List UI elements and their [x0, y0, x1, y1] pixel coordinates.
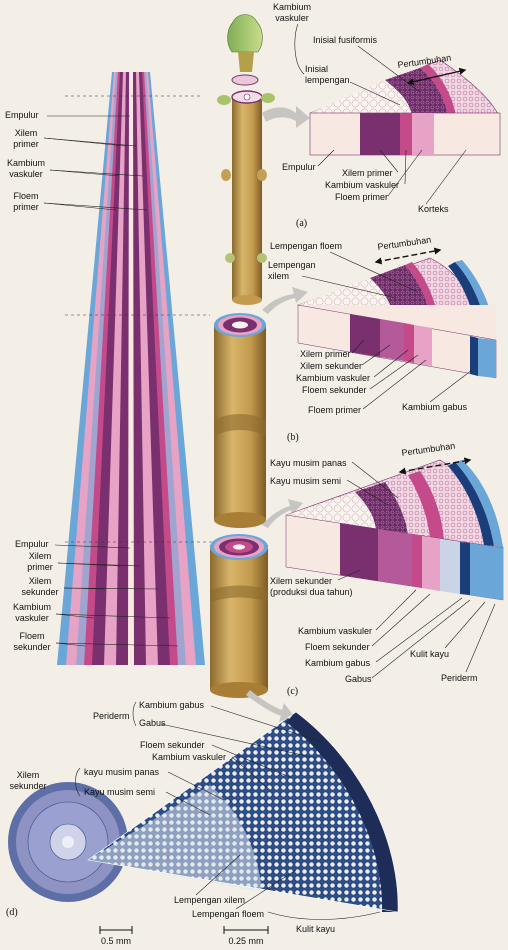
label-panel-b-pertumbuhan: Pertumbuhan — [377, 235, 432, 252]
label-panel-c-xilem-sekunder-1: Xilem sekunder — [270, 576, 332, 586]
label-panel-c-kulit-kayu: Kulit kayu — [410, 649, 449, 659]
label-panel-c-kayu-musim-semi: Kayu musim semi — [270, 476, 341, 486]
label-stem-labels-top-kambium-vaskuler-2: vaskuler — [9, 169, 43, 179]
label-stem-labels-top-xilem-primer-1: Xilem — [15, 128, 38, 138]
label-stem-labels-bottom-kambium-vaskuler-1: Kambium — [13, 602, 51, 612]
label-panel-d-kayu-musim-panas: kayu musim panas — [84, 767, 160, 777]
label-panel-a-xilem-primer: Xilem primer — [342, 168, 393, 178]
panel-b-wedge — [298, 258, 496, 378]
panel-c-letter: (c) — [287, 686, 298, 697]
label-panel-d-floem-sekunder: Floem sekunder — [140, 740, 205, 750]
label-panel-b-kambium-gabus: Kambium gabus — [402, 402, 468, 412]
label-stem-labels-top-kambium-vaskuler-1: Kambium — [7, 158, 45, 168]
panel-b-letter: (b) — [287, 432, 299, 443]
label-stem-labels-bottom-xilem-primer-1: Xilem — [29, 551, 52, 561]
label-stem-labels-bottom-empulur: Empulur — [15, 539, 49, 549]
label-panel-d-kulit-kayu: Kulit kayu — [296, 924, 335, 934]
label-panel-a-kambium-vaskuler: Kambium vaskuler — [325, 180, 399, 190]
panel-d-letter: (d) — [6, 907, 18, 918]
label-panel-a-korteks: Korteks — [418, 204, 449, 214]
twig-section-bottom — [210, 534, 268, 698]
stem-longitudinal-section — [57, 72, 215, 665]
label-panel-b-lempengan-floem: Lempengan floem — [270, 241, 342, 251]
label-panel-a-inisial-lempengan-2: lempengan — [305, 75, 350, 85]
label-panel-b-lempengan-xilem-2: xilem — [268, 271, 289, 281]
label-stem-labels-bottom-xilem-sekunder-2: sekunder — [21, 587, 58, 597]
label-panel-a-inisial-fusiformis: Inisial fusiformis — [313, 35, 378, 45]
scale-bar-right: 0.25 mm — [228, 936, 263, 946]
label-stem-labels-bottom-floem-sekunder-2: sekunder — [13, 642, 50, 652]
label-panel-b-kambium-vaskuler: Kambium vaskuler — [296, 373, 370, 383]
label-panel-a-kambium-vaskuler-2: vaskuler — [275, 13, 309, 23]
label-panel-d-kambium-vaskuler: Kambium vaskuler — [152, 752, 226, 762]
label-panel-b-xilem-primer: Xilem primer — [300, 349, 351, 359]
label-panel-c-gabus: Gabus — [345, 674, 372, 684]
label-stem-labels-bottom-kambium-vaskuler-2: vaskuler — [15, 613, 49, 623]
label-stem-labels-bottom-floem-sekunder-1: Floem — [19, 631, 44, 641]
label-panel-d-lempengan-xilem: Lempengan xilem — [174, 895, 245, 905]
label-panel-b-floem-sekunder: Floem sekunder — [302, 385, 367, 395]
label-panel-d-xilem-sekunder-1: Xilem — [17, 770, 40, 780]
panel-a-letter: (a) — [296, 218, 307, 229]
label-panel-c-pertumbuhan: Pertumbuhan — [401, 441, 456, 458]
label-empulur: Empulur — [5, 110, 39, 120]
label-panel-c-periderm: Periderm — [441, 673, 478, 683]
label-panel-a-inisial-lempengan-1: Inisial — [305, 64, 328, 74]
label-panel-d-kayu-musim-semi: Kayu musim semi — [84, 787, 155, 797]
label-panel-b-floem-primer: Floem primer — [308, 405, 361, 415]
label-panel-c-floem-sekunder: Floem sekunder — [305, 642, 370, 652]
label-stem-labels-top-xilem-primer-2: primer — [13, 139, 39, 149]
label-panel-a-floem-primer: Floem primer — [335, 192, 388, 202]
label-panel-d-kambium-gabus: Kambium gabus — [139, 700, 205, 710]
label-stem-labels-top-floem-primer-2: primer — [13, 202, 39, 212]
label-stem-labels-top-floem-primer-1: Floem — [13, 191, 38, 201]
scale-bar-left: 0.5 mm — [101, 936, 131, 946]
label-stem-labels-bottom-xilem-primer-2: primer — [27, 562, 53, 572]
label-panel-b-lempengan-xilem-1: Lempengan — [268, 260, 316, 270]
label-stem-labels-bottom-xilem-sekunder-1: Xilem — [29, 576, 52, 586]
label-panel-d-lempengan-floem: Lempengan floem — [192, 909, 264, 919]
label-panel-c-kambium-gabus: Kambium gabus — [305, 658, 371, 668]
label-panel-d-gabus: Gabus — [139, 718, 166, 728]
label-panel-c-xilem-sekunder-2: (produksi dua tahun) — [270, 587, 353, 597]
twig-section-middle — [214, 313, 266, 528]
label-panel-c-kambium-vaskuler: Kambium vaskuler — [298, 626, 372, 636]
twig-section-top — [217, 15, 275, 306]
label-panel-b-xilem-sekunder: Xilem sekunder — [300, 361, 362, 371]
label-panel-a-kambium-vaskuler-1: Kambium — [273, 2, 311, 12]
label-panel-a-empulur: Empulur — [282, 162, 316, 172]
label-panel-d-periderm: Periderm — [93, 711, 130, 721]
label-panel-c-kayu-musim-panas: Kayu musim panas — [270, 458, 347, 468]
label-panel-d-xilem-sekunder-2: sekunder — [9, 781, 46, 791]
